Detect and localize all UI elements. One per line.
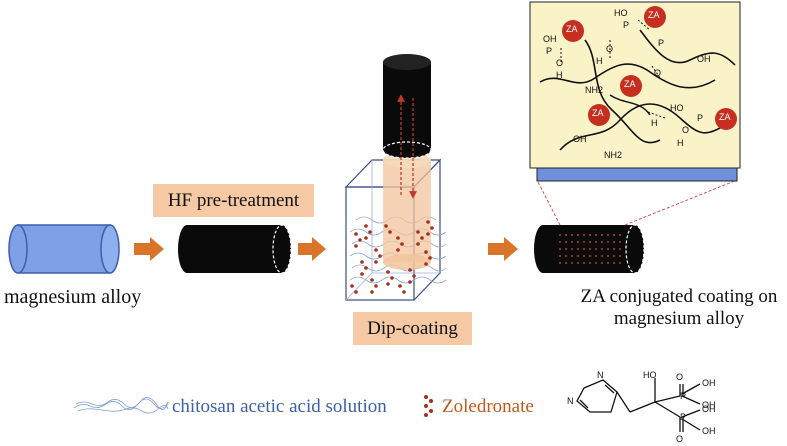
nh2-label-2: NH2 — [604, 150, 623, 160]
h-label-4: H — [677, 138, 684, 148]
zoom-line-left — [536, 179, 561, 226]
result-label: ZA conjugated coating on magnesium alloy — [574, 286, 784, 330]
hf-pretreatment-label: HF pre-treatment — [153, 184, 314, 217]
result-label-line2: magnesium alloy — [613, 308, 745, 329]
o-label-3: O — [654, 68, 662, 78]
zoledronate-dots-vessel — [350, 220, 434, 294]
p-label-2: P — [623, 20, 630, 30]
chitosan-legend-label: chitosan acetic acid solution — [172, 396, 387, 417]
za-label-3: ZA — [624, 79, 636, 89]
nh2-label-1: NH2 — [585, 85, 604, 95]
process-arrow-3 — [488, 237, 518, 261]
dip-coating-label: Dip-coating — [353, 312, 472, 345]
dipping-cylinder-translucent — [383, 152, 431, 270]
zoledronate-legend-label: Zoledronate — [442, 396, 534, 417]
ho-label-2: HO — [670, 103, 684, 113]
o-label-1: O — [556, 58, 564, 68]
h-label-1: H — [556, 70, 563, 80]
process-arrow-2 — [298, 237, 326, 261]
dip-coating-text: Dip-coating — [367, 317, 458, 339]
hf-pretreatment-text: HF pre-treatment — [167, 189, 300, 211]
h-label-3: H — [651, 118, 658, 128]
o-label-2: O — [606, 44, 614, 54]
za-label-2: ZA — [648, 10, 660, 20]
p-label-3: P — [658, 38, 665, 48]
h-label-2: H — [596, 56, 603, 66]
p-label-1: P — [546, 46, 553, 56]
dip-motion-arrows — [397, 94, 417, 199]
oh-label-3: OH — [697, 54, 711, 64]
result-label-line1: ZA conjugated coating on — [580, 286, 778, 307]
oh-label-1: OH — [573, 134, 587, 144]
za-label-1: ZA — [566, 24, 578, 34]
ho-label-1: HO — [614, 8, 628, 18]
p-label-4: P — [697, 113, 704, 123]
zoom-line-right — [624, 179, 738, 226]
za-label-4: ZA — [592, 108, 604, 118]
process-arrow-1 — [134, 237, 164, 261]
o-label-4: O — [682, 125, 690, 135]
dipping-cylinder-black — [382, 54, 432, 159]
pretreated-cylinder — [178, 224, 292, 274]
oh-label-2: OH — [543, 34, 557, 44]
za-label-5: ZA — [719, 112, 731, 122]
magnesium-alloy-label: magnesium alloy — [4, 286, 142, 308]
coated-cylinder — [534, 224, 645, 274]
inset-molecular-view — [529, 1, 741, 182]
magnesium-alloy-cylinder — [8, 224, 120, 274]
